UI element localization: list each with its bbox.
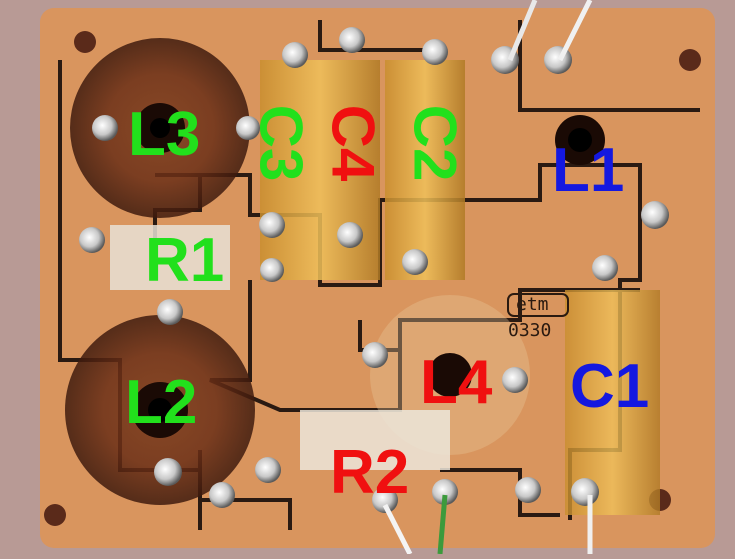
- label-l3: L3: [128, 100, 201, 169]
- label-r2: R2: [330, 438, 410, 507]
- board-brand-marking: etm: [516, 294, 549, 315]
- etm-logo-frame: [507, 293, 569, 317]
- label-c2: C2: [401, 104, 469, 182]
- label-l4: L4: [420, 348, 493, 417]
- label-c3: C3: [247, 104, 315, 182]
- coil-l3: [70, 38, 250, 218]
- coil-l1: [555, 115, 605, 165]
- label-c4: C4: [319, 104, 387, 182]
- wires: [382, 0, 593, 556]
- resistor-r1-body: [110, 225, 230, 290]
- board-code-marking: 0330: [508, 320, 552, 341]
- label-c1: C1: [570, 352, 650, 421]
- label-r1: R1: [145, 226, 225, 295]
- resistor-r2-body: [300, 410, 450, 470]
- capacitor-c1-body: [565, 290, 660, 515]
- label-l2: L2: [125, 368, 198, 437]
- label-l1: L1: [552, 136, 625, 205]
- coil-l2: [65, 315, 255, 505]
- solder-pads: [79, 27, 669, 513]
- capacitor-bank-top: [260, 60, 465, 280]
